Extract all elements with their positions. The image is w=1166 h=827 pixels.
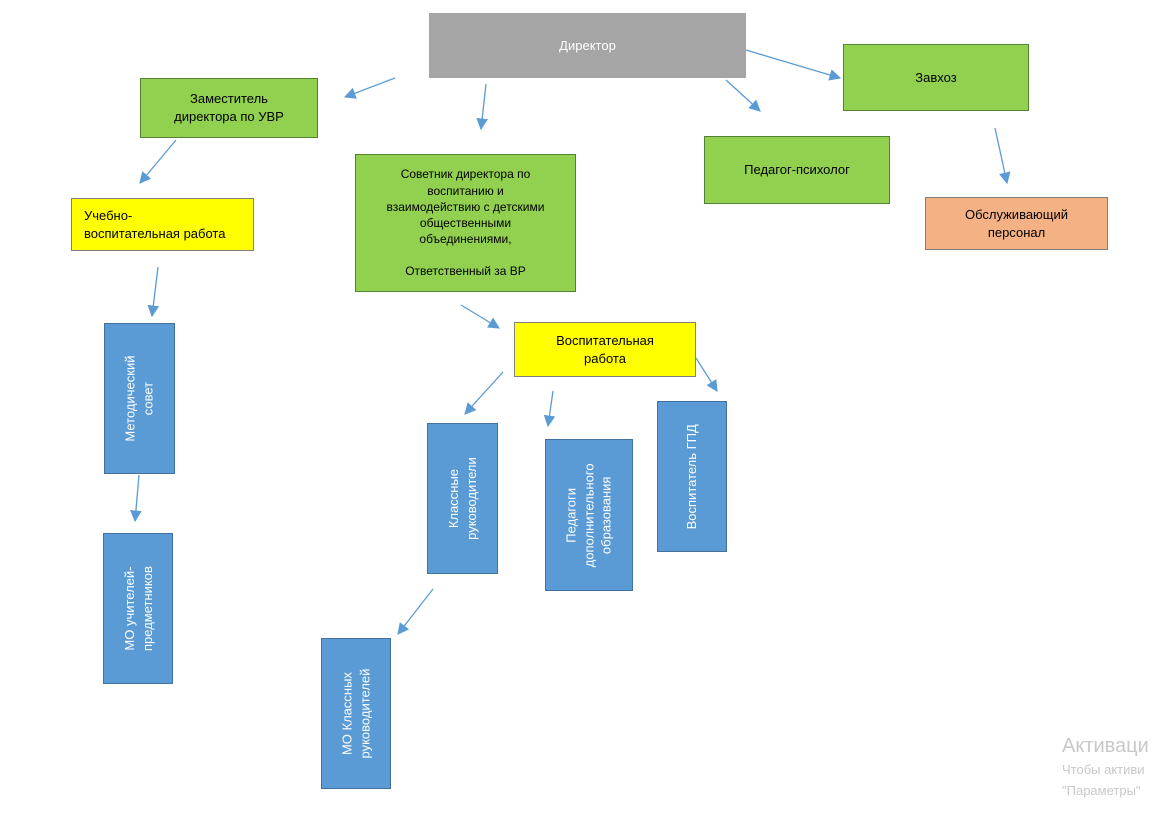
upbringing-work-label: Воспитательная работа [556,332,654,366]
educational-work-box: Учебно- воспитательная работа [71,198,254,251]
arrow-director-to-zavhoz [745,49,842,81]
arrow-advisor-to-upbringing-work [460,304,501,329]
gpd-educator-box: Воспитатель ГПД [657,401,727,552]
arrow-upbringing-work-to-additional-education [543,390,556,428]
service-staff-label: Обслуживающий персонал [964,206,1069,240]
arrow-class-teachers-to-mo-class-teachers [397,588,434,635]
arrow-educational-work-to-methodical-council [147,266,160,318]
director-label: Директор [559,37,616,53]
arrow-methodical-council-to-mo-subject-teachers [130,474,142,523]
zavhoz-box: Завхоз [843,44,1029,111]
gpd-educator-label: Воспитатель ГПД [684,423,700,530]
windows-activation-watermark: Активаци Чтобы активи "Параметры" [1062,733,1166,801]
arrow-upbringing-work-to-class-teachers [464,371,504,415]
additional-education-teachers-box: Педагоги дополнительного образования [545,439,633,591]
mo-class-teachers-label: МО Классных руководителей [339,668,373,759]
arrow-director-to-psychologist [725,79,761,112]
arrow-zavhoz-to-service-staff [994,127,1011,185]
additional-education-teachers-label: Педагоги дополнительного образования [563,463,614,567]
deputy-director-box: Заместитель директора по УВР [140,78,318,138]
mo-class-teachers-box: МО Классных руководителей [321,638,391,789]
psychologist-label: Педагог-психолог [744,162,850,178]
deputy-director-label: Заместитель директора по УВР [174,91,284,124]
director-box: Директор [429,13,746,78]
mo-subject-teachers-label: МО учителей- предметников [121,566,154,651]
watermark-title: Активаци [1062,735,1149,757]
methodical-council-label: Методический совет [122,355,156,442]
educational-work-label: Учебно- воспитательная работа [84,207,226,241]
arrow-deputy-to-educational-work [139,139,177,184]
psychologist-box: Педагог-психолог [704,136,890,204]
mo-subject-teachers-box: МО учителей- предметников [103,533,173,684]
watermark-line-1: Чтобы активи [1062,762,1145,777]
zavhoz-label: Завхоз [915,69,957,85]
watermark-line-2: "Параметры" [1062,783,1141,798]
arrow-director-to-advisor [476,83,488,131]
class-teachers-box: Классные руководители [427,423,498,574]
advisor-box: Советник директора по воспитанию и взаим… [355,154,576,292]
upbringing-work-box: Воспитательная работа [514,322,696,377]
methodical-council-box: Методический совет [104,323,175,474]
arrow-director-to-deputy [343,77,396,99]
service-staff-box: Обслуживающий персонал [925,197,1108,250]
class-teachers-label: Классные руководители [445,457,479,540]
advisor-label: Советник директора по воспитанию и взаим… [386,167,545,279]
arrow-upbringing-work-to-gpd-educator [695,357,718,392]
